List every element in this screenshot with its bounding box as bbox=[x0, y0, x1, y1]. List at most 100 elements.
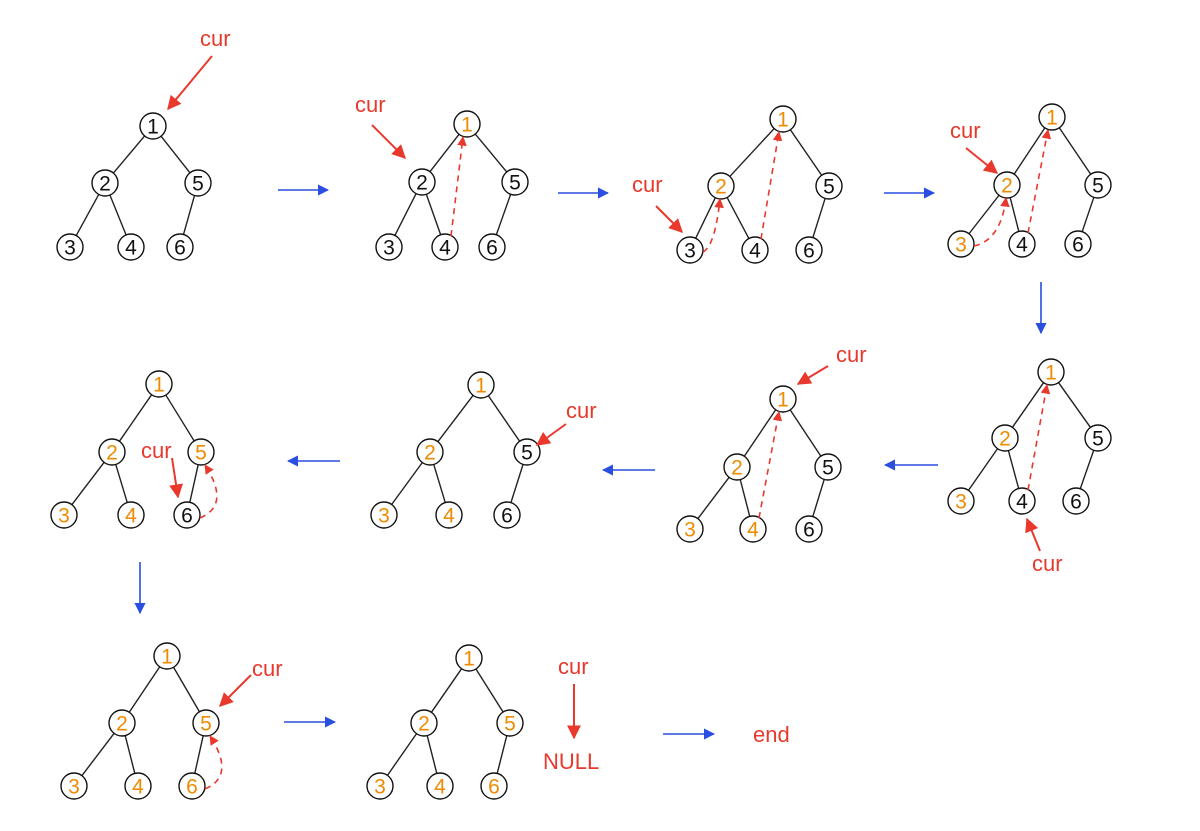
tree-node-label: 3 bbox=[684, 240, 696, 263]
tree-node-circle bbox=[139, 112, 167, 140]
cur-arrow-step-1 bbox=[167, 55, 213, 111]
tree-node-circle bbox=[117, 233, 145, 261]
tree-node-label: 5 bbox=[200, 713, 212, 736]
tree-node-circle bbox=[153, 642, 181, 670]
tree-node-circle bbox=[723, 453, 751, 481]
tree-node-circle bbox=[501, 168, 529, 196]
tree-node-circle bbox=[408, 168, 436, 196]
tree-node-circle bbox=[426, 772, 454, 800]
tree-node-circle bbox=[795, 515, 823, 543]
tree-node-label: 2 bbox=[715, 176, 727, 199]
tree-edge bbox=[495, 194, 512, 235]
tree-node-label: 2 bbox=[106, 442, 118, 465]
tree-edge bbox=[1057, 382, 1092, 428]
tree-node-circle bbox=[496, 709, 524, 737]
tree-node-label: 3 bbox=[378, 505, 390, 528]
cur-label-step-7: cur bbox=[566, 398, 597, 423]
tree-edge bbox=[695, 197, 716, 239]
tree-edge bbox=[124, 735, 136, 774]
tree-node-circle bbox=[431, 233, 459, 261]
tree-node-label: 4 bbox=[125, 505, 137, 528]
tree-edge bbox=[433, 464, 446, 503]
tree-node-label: 2 bbox=[424, 442, 436, 465]
tree-node-circle bbox=[184, 169, 212, 197]
tree-node-label: 5 bbox=[1092, 175, 1104, 198]
tree-edge bbox=[487, 395, 521, 442]
tree-edge bbox=[1058, 127, 1092, 175]
tree-node-circle bbox=[1008, 487, 1036, 515]
tree-node-label: 6 bbox=[174, 237, 186, 260]
cur-label-step-4: cur bbox=[950, 118, 981, 143]
tree-node-label: 4 bbox=[125, 237, 137, 260]
cur-arrow-step-7 bbox=[535, 423, 567, 446]
cur-arrow-step-4 bbox=[965, 147, 999, 174]
tree-edge bbox=[189, 464, 199, 503]
tree-edge bbox=[726, 197, 750, 239]
tree-edge bbox=[812, 479, 825, 517]
thread-arrow bbox=[204, 735, 223, 790]
tree-node-label: 5 bbox=[192, 173, 204, 196]
cur-label-step-10: cur bbox=[558, 654, 589, 679]
tree-node-label: 3 bbox=[383, 237, 395, 260]
tree-node-label: 1 bbox=[161, 646, 173, 669]
tree-edge bbox=[1013, 127, 1046, 175]
tree-node-label: 6 bbox=[1072, 234, 1084, 257]
tree-node-label: 6 bbox=[488, 776, 500, 799]
tree-edge bbox=[75, 194, 100, 236]
tree-node-circle bbox=[435, 501, 463, 529]
tree-node-label: 3 bbox=[68, 776, 80, 799]
cur-label-step-6: cur bbox=[836, 342, 867, 367]
tree-edge bbox=[697, 476, 730, 520]
tree-edge bbox=[496, 735, 508, 774]
tree-edge bbox=[115, 464, 128, 503]
tree-node-label: 5 bbox=[521, 442, 533, 465]
thread-arrow bbox=[199, 464, 218, 519]
cur-arrow-step-5 bbox=[1025, 517, 1041, 552]
tree-edge bbox=[812, 198, 826, 238]
tree-edge bbox=[430, 668, 463, 713]
tree-edge bbox=[510, 464, 524, 503]
tree-edge bbox=[1011, 382, 1045, 428]
tree-node-label: 2 bbox=[731, 457, 743, 480]
tree-node-label: 1 bbox=[463, 648, 475, 671]
tree-node-label: 3 bbox=[64, 237, 76, 260]
thread-arrow bbox=[1027, 384, 1051, 491]
null-label: NULL bbox=[543, 749, 599, 774]
tree-node-label: 4 bbox=[747, 519, 759, 542]
tree-node-circle bbox=[375, 233, 403, 261]
tree-edge bbox=[112, 135, 146, 174]
tree-edge bbox=[789, 129, 823, 176]
tree-edge bbox=[739, 479, 751, 517]
tree-node-circle bbox=[947, 487, 975, 515]
tree-node-label: 6 bbox=[486, 237, 498, 260]
tree-node-circle bbox=[1064, 230, 1092, 258]
tree-edge bbox=[475, 668, 504, 713]
cur-label-step-5: cur bbox=[1032, 551, 1063, 576]
tree-node-circle bbox=[178, 772, 206, 800]
tree-node-circle bbox=[769, 385, 797, 413]
tree-node-circle bbox=[1037, 358, 1065, 386]
tree-edge bbox=[71, 461, 105, 506]
thread-arrow bbox=[760, 131, 783, 240]
tree-node-label: 1 bbox=[777, 109, 789, 132]
cur-pointers: cur cur cur cur cur cur cur cur cur cur … bbox=[141, 26, 1063, 774]
tree-node-label: 6 bbox=[803, 519, 815, 542]
tree-node-label: 2 bbox=[1001, 175, 1013, 198]
tree-node-label: 5 bbox=[509, 172, 521, 195]
tree-node-circle bbox=[366, 772, 394, 800]
tree-node-label: 6 bbox=[181, 505, 193, 528]
tree-node-circle bbox=[1084, 171, 1112, 199]
tree-edge bbox=[789, 409, 822, 457]
cur-arrow-step-8 bbox=[169, 457, 184, 499]
tree-node-circle bbox=[453, 110, 481, 138]
tree-node-circle bbox=[370, 501, 398, 529]
tree-node-circle bbox=[741, 236, 769, 264]
cur-arrow-step-6 bbox=[796, 365, 829, 385]
tree-node-circle bbox=[187, 438, 215, 466]
tree-node-circle bbox=[676, 515, 704, 543]
